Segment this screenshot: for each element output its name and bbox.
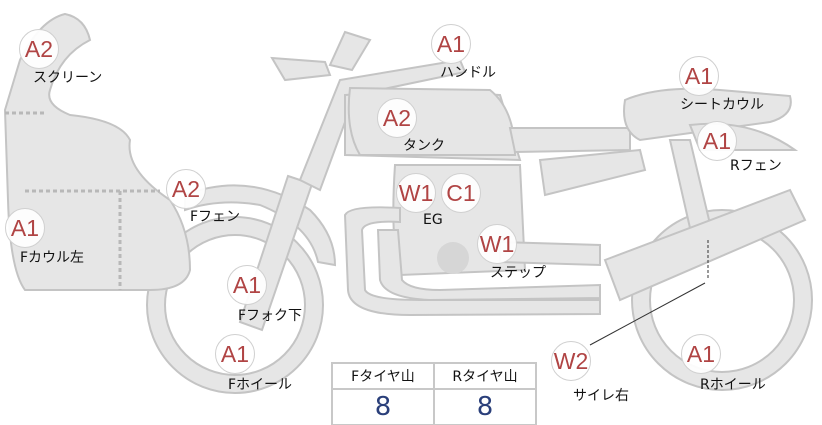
grade-badge-r-wheel[interactable]: A1 [681, 334, 721, 374]
grade-badge-silencer-right[interactable]: W2 [551, 341, 591, 381]
label-r-fender: Rフェン [730, 158, 782, 174]
grade-badge-engine-2[interactable]: C1 [441, 173, 481, 213]
label-step: ステップ [490, 265, 546, 281]
grade-badge-seat-cowl[interactable]: A1 [679, 56, 719, 96]
grade-badge-f-fender[interactable]: A2 [166, 169, 206, 209]
label-silencer-right: サイレ右 [573, 388, 629, 404]
grade-badge-f-cowl-left[interactable]: A1 [5, 208, 45, 248]
silencer-shape [603, 188, 807, 302]
grade-badge-f-wheel[interactable]: A1 [215, 334, 255, 374]
label-r-wheel: Rホイール [700, 377, 766, 393]
grade-badge-f-fork-lower[interactable]: A1 [227, 265, 267, 305]
label-screen: スクリーン [33, 70, 103, 86]
label-f-fork-lower: Fフォク下 [238, 308, 303, 324]
front-tire-value: 8 [331, 388, 435, 425]
grade-badge-screen[interactable]: A2 [19, 29, 59, 69]
rear-tire-value: 8 [433, 388, 537, 425]
label-seat-cowl: シートカウル [680, 97, 764, 113]
seat-cowl-shape [623, 87, 792, 142]
grade-badge-r-fender[interactable]: A1 [697, 121, 737, 161]
grade-badge-handle[interactable]: A1 [431, 24, 471, 64]
rear-tire-header: Rタイヤ山 [433, 362, 537, 390]
grade-badge-step[interactable]: W1 [477, 224, 517, 264]
frame-shape [298, 58, 467, 192]
label-f-fender: Fフェン [190, 209, 241, 225]
label-tank: タンク [403, 138, 445, 154]
grade-badge-engine-1[interactable]: W1 [396, 173, 436, 213]
front-cowl-shape [3, 12, 192, 291]
label-handle: ハンドル [440, 65, 496, 81]
front-tire-header: Fタイヤ山 [331, 362, 435, 390]
tire-tread-table: Fタイヤ山 Rタイヤ山 8 8 [331, 362, 537, 425]
label-f-cowl-left: Fカウル左 [20, 250, 85, 266]
grade-badge-tank[interactable]: A2 [377, 98, 417, 138]
label-engine: EG [423, 212, 443, 228]
label-f-wheel: Fホイール [228, 377, 293, 393]
